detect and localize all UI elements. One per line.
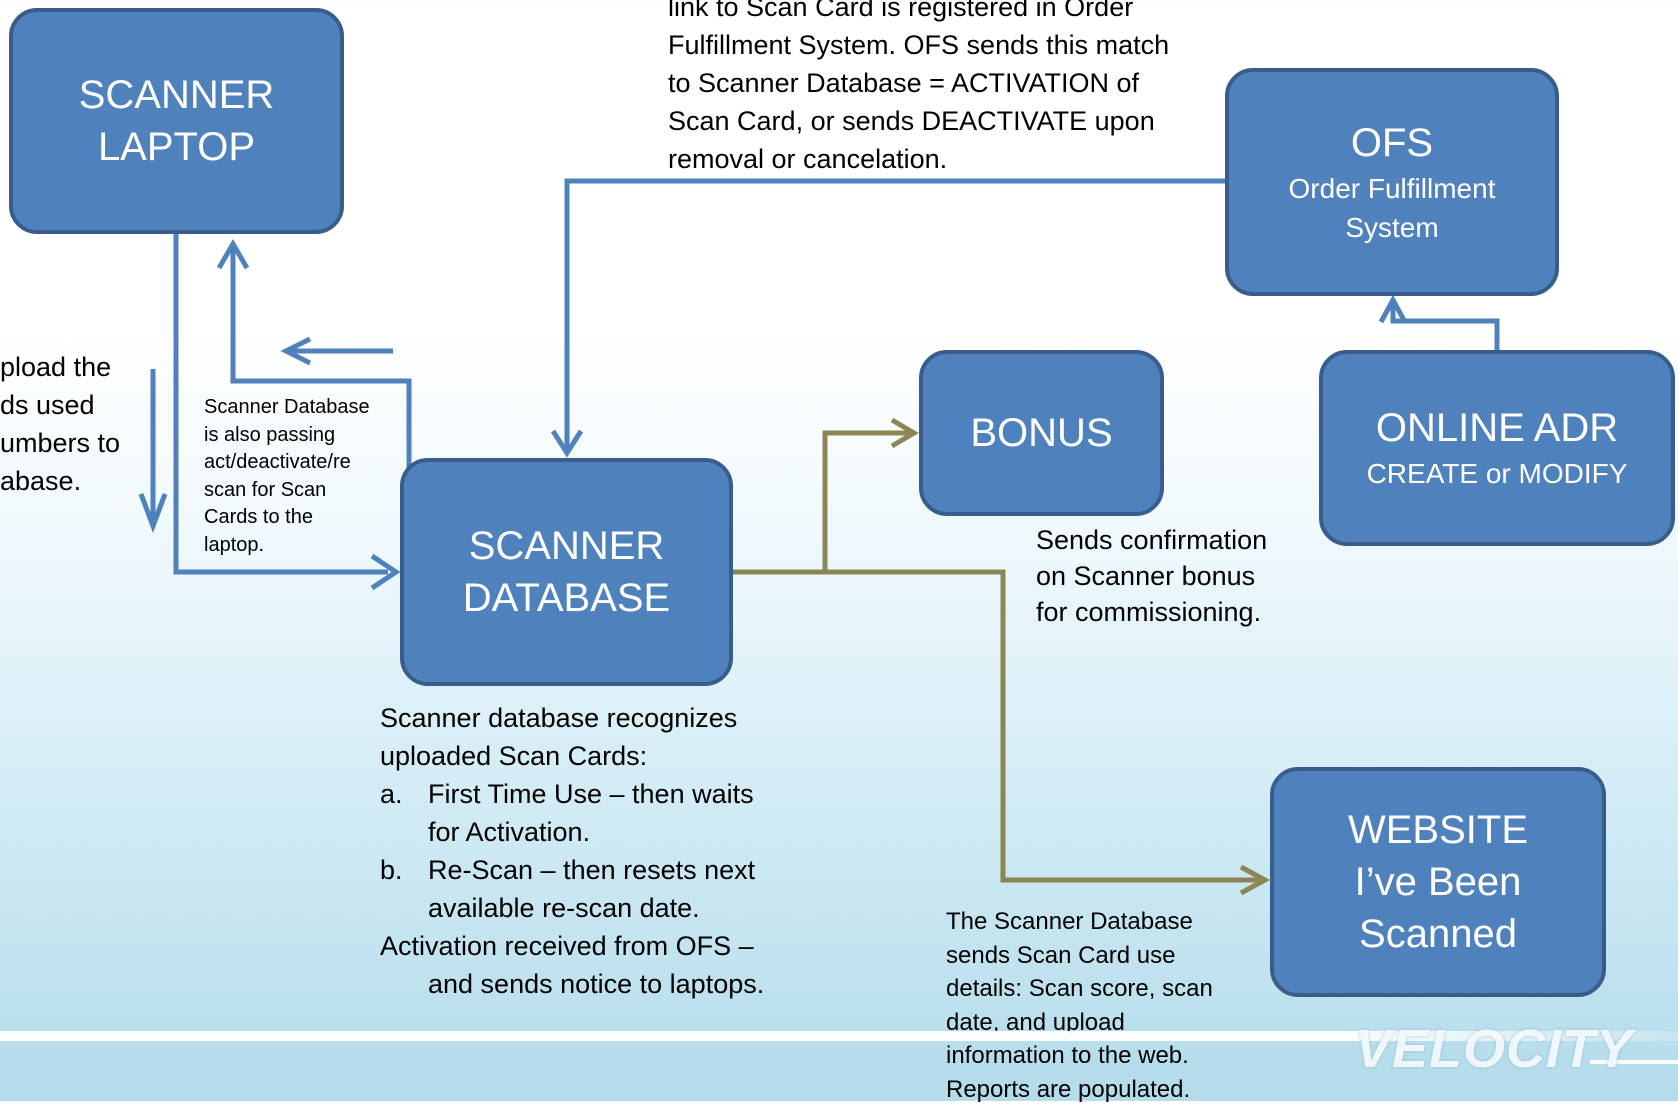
bonus-title: BONUS bbox=[970, 411, 1113, 455]
item-a-label: a. bbox=[380, 779, 403, 809]
passing-note: Scanner Database is also passing act/dea… bbox=[204, 394, 370, 559]
ofs-subtitle-line-2: System bbox=[1345, 212, 1439, 243]
bonus-note: Sends confirmation on Scanner bonus for … bbox=[1036, 522, 1267, 630]
footer-band-accent bbox=[1590, 1060, 1678, 1064]
arrowhead-into-database-top bbox=[550, 429, 584, 458]
ofs-title: OFS bbox=[1350, 120, 1434, 165]
arrowhead-into-laptop bbox=[216, 239, 250, 270]
connector-database-to-laptop bbox=[230, 246, 412, 468]
arrowhead-into-bonus bbox=[890, 417, 919, 449]
ofs-note-line: removal or cancelation. bbox=[668, 144, 948, 174]
website-line-2: I’ve Been bbox=[1354, 860, 1522, 904]
passing-note-line: act/deactivate/re bbox=[204, 451, 351, 473]
database-note: Scanner database recognizes uploaded Sca… bbox=[380, 699, 764, 1003]
scanner-laptop-node: SCANNER LAPTOP bbox=[9, 8, 344, 234]
arrowhead-upload bbox=[138, 493, 168, 534]
website-note: The Scanner Database sends Scan Card use… bbox=[946, 905, 1213, 1107]
website-line-3: Scanned bbox=[1359, 912, 1517, 956]
website-note-line: The Scanner Database bbox=[946, 908, 1193, 935]
database-note-intro: Scanner database recognizes bbox=[380, 703, 738, 733]
upload-note-line: ds used bbox=[0, 390, 95, 420]
scanner-database-line-2: DATABASE bbox=[462, 576, 671, 620]
velocity-logo: VELOCITY bbox=[1355, 1019, 1634, 1079]
item-b-continuation: available re-scan date. bbox=[428, 893, 700, 923]
online-adr-title: ONLINE ADR bbox=[1375, 406, 1619, 451]
upload-note-line: pload the bbox=[0, 352, 112, 382]
connector-ofs-to-database bbox=[564, 178, 1227, 453]
database-note-activation: Activation received from OFS – bbox=[380, 931, 754, 961]
connector-database-to-bonus bbox=[731, 430, 912, 575]
website-line-1: WEBSITE bbox=[1347, 808, 1529, 852]
ofs-note-line: link to Scan Card is registered in Order bbox=[668, 0, 1134, 22]
ofs-note-line: to Scanner Database = ACTIVATION of bbox=[668, 68, 1139, 98]
website-note-line: details: Scan score, scan bbox=[946, 975, 1213, 1003]
scanner-laptop-line-1: SCANNER bbox=[78, 73, 275, 117]
passing-note-line: Cards to the bbox=[204, 506, 313, 528]
ofs-note: link to Scan Card is registered in Order… bbox=[668, 0, 1169, 178]
passing-note-line: is also passing bbox=[204, 423, 336, 446]
footer-band bbox=[0, 1031, 1678, 1041]
database-note-item-a: a. First Time Use – then waits bbox=[380, 775, 764, 813]
connector-database-to-website bbox=[825, 569, 1263, 883]
item-b-label: b. bbox=[380, 855, 403, 885]
connector-laptop-to-database bbox=[173, 234, 388, 575]
ofs-subtitle-line-1: Order Fulfillment bbox=[1288, 172, 1496, 204]
item-a-continuation: for Activation. bbox=[428, 817, 591, 847]
website-note-line: Reports are populated. bbox=[946, 1075, 1191, 1103]
upload-note-line: abase. bbox=[0, 466, 82, 496]
ofs-node: OFS Order Fulfillment System bbox=[1225, 68, 1559, 296]
connector-adr-to-ofs bbox=[1390, 300, 1500, 353]
website-node: WEBSITE I’ve Been Scanned bbox=[1270, 767, 1606, 997]
website-note-line: sends Scan Card use bbox=[946, 941, 1176, 969]
scanner-database-line-1: SCANNER bbox=[468, 524, 665, 568]
item-b-text: Re-Scan – then resets next bbox=[428, 855, 756, 885]
database-note-intro: uploaded Scan Cards: bbox=[380, 741, 648, 771]
scanner-laptop-line-2: LAPTOP bbox=[97, 125, 256, 169]
bonus-note-line: Sends confirmation bbox=[1036, 525, 1268, 555]
ofs-note-line: Fulfillment System. OFS sends this match bbox=[668, 30, 1170, 60]
arrowhead-return bbox=[280, 336, 312, 366]
bonus-note-line: on Scanner bonus bbox=[1036, 561, 1256, 591]
arrowhead-into-database bbox=[370, 553, 401, 591]
passing-note-line: Scanner Database bbox=[204, 396, 370, 418]
bonus-node: BONUS bbox=[919, 350, 1164, 516]
online-adr-subtitle: CREATE or MODIFY bbox=[1366, 458, 1628, 490]
passing-note-line: laptop. bbox=[204, 533, 265, 556]
upload-note: pload the ds used umbers to abase. bbox=[0, 348, 120, 500]
bonus-note-line: for commissioning. bbox=[1036, 597, 1262, 627]
scanner-database-node: SCANNER DATABASE bbox=[400, 458, 733, 686]
ofs-note-line: Scan Card, or sends DEACTIVATE upon bbox=[668, 106, 1155, 136]
passing-note-line: scan for Scan bbox=[204, 478, 327, 501]
database-note-item-b: b. Re-Scan – then resets next bbox=[380, 851, 764, 889]
database-note-activation-continuation: and sends notice to laptops. bbox=[428, 969, 765, 999]
arrowhead-into-ofs bbox=[1378, 294, 1408, 324]
upload-note-line: umbers to bbox=[0, 428, 121, 458]
online-adr-node: ONLINE ADR CREATE or MODIFY bbox=[1319, 350, 1675, 546]
arrowhead-into-website bbox=[1239, 864, 1271, 896]
item-a-text: First Time Use – then waits bbox=[428, 779, 754, 809]
website-note-line: information to the web. bbox=[946, 1042, 1189, 1070]
